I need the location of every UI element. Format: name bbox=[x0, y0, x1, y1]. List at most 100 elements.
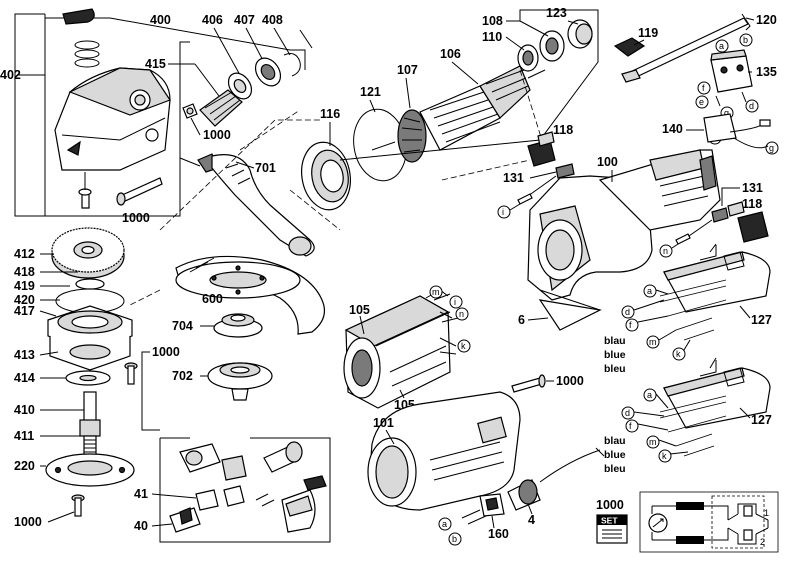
label-127-top: 127 bbox=[751, 313, 772, 327]
retaining-flange-220 bbox=[45, 453, 135, 487]
color-bleu-bottom: bleu bbox=[604, 463, 626, 475]
label-420: 420 bbox=[14, 293, 35, 307]
label-413: 413 bbox=[14, 348, 35, 362]
switch-module bbox=[710, 49, 753, 107]
label-410: 410 bbox=[14, 403, 35, 417]
label-407: 407 bbox=[234, 13, 255, 27]
set-icon: SET bbox=[596, 514, 628, 544]
label-6: 6 bbox=[518, 313, 525, 327]
label-418: 418 bbox=[14, 265, 35, 279]
switch-slider bbox=[613, 37, 646, 57]
gear-head-group-bracket bbox=[14, 13, 291, 217]
svg-text:m: m bbox=[649, 437, 657, 447]
svg-text:b: b bbox=[743, 35, 748, 45]
label-704: 704 bbox=[172, 319, 193, 333]
bearing-cap-123 bbox=[567, 19, 593, 49]
armature bbox=[371, 65, 546, 163]
svg-text:g: g bbox=[769, 143, 774, 153]
color-blue-bottom: blue bbox=[604, 449, 626, 461]
svg-text:d: d bbox=[625, 307, 630, 317]
color-blue-top: blue bbox=[604, 349, 626, 361]
svg-text:d: d bbox=[749, 101, 754, 111]
label-1000-mid: 1000 bbox=[152, 345, 180, 359]
svg-text:b: b bbox=[452, 534, 457, 544]
label-118-top: 118 bbox=[553, 123, 573, 137]
label-1000-nut: 1000 bbox=[203, 128, 231, 142]
terminal-block-bottom bbox=[659, 357, 771, 457]
screw-icon bbox=[116, 177, 163, 206]
label-400: 400 bbox=[150, 13, 171, 27]
svg-text:a: a bbox=[719, 41, 724, 51]
svg-text:k: k bbox=[676, 349, 681, 359]
label-41: 41 bbox=[134, 487, 148, 501]
label-116: 116 bbox=[320, 107, 340, 121]
spring-icon bbox=[74, 40, 100, 68]
svg-text:d: d bbox=[625, 408, 630, 418]
label-123: 123 bbox=[546, 6, 567, 20]
terminal-block-top bbox=[659, 243, 771, 341]
label-402: 402 bbox=[0, 68, 21, 82]
color-bleu-top: bleu bbox=[604, 363, 626, 375]
schematic-terminal-1: 1 bbox=[764, 508, 769, 518]
svg-text:a: a bbox=[647, 286, 652, 296]
label-131-right: 131 bbox=[742, 181, 763, 195]
color-blau-top: blau bbox=[604, 335, 626, 347]
label-1000-bottom: 1000 bbox=[14, 515, 42, 529]
motor-housing bbox=[527, 149, 721, 301]
label-4: 4 bbox=[528, 513, 535, 527]
label-107: 107 bbox=[397, 63, 418, 77]
label-415: 415 bbox=[145, 57, 166, 71]
label-119: 119 bbox=[638, 26, 658, 40]
label-408: 408 bbox=[262, 13, 283, 27]
housing-plate-6 bbox=[538, 299, 602, 331]
label-140: 140 bbox=[662, 122, 683, 136]
label-101: 101 bbox=[373, 416, 394, 430]
svg-text:m: m bbox=[432, 287, 440, 297]
svg-text:a: a bbox=[442, 519, 447, 529]
label-135: 135 bbox=[756, 65, 777, 79]
label-411: 411 bbox=[14, 429, 34, 443]
side-handle bbox=[179, 153, 315, 257]
screw-icon bbox=[511, 374, 546, 393]
label-106: 106 bbox=[440, 47, 461, 61]
svg-text:k: k bbox=[461, 341, 466, 351]
label-110: 110 bbox=[482, 30, 502, 44]
label-131-top: 131 bbox=[503, 171, 524, 185]
gear-housing bbox=[54, 67, 171, 171]
carbon-brush-top bbox=[517, 163, 575, 205]
capacitor bbox=[703, 113, 771, 149]
label-419: 419 bbox=[14, 279, 35, 293]
bearing-407 bbox=[254, 57, 282, 87]
svg-text:n: n bbox=[663, 246, 668, 256]
label-127-bottom: 127 bbox=[751, 413, 772, 427]
spindle-lock-button bbox=[62, 8, 95, 25]
svg-text:i: i bbox=[454, 297, 456, 307]
label-120: 120 bbox=[756, 13, 777, 27]
bearing-flange-116 bbox=[301, 141, 351, 211]
svg-text:e: e bbox=[699, 97, 704, 107]
svg-text:f: f bbox=[702, 83, 705, 93]
bearing-108 bbox=[539, 30, 565, 62]
svg-text:n: n bbox=[459, 309, 464, 319]
stator-105 bbox=[343, 289, 459, 409]
label-414: 414 bbox=[14, 371, 35, 385]
label-121: 121 bbox=[360, 85, 381, 99]
screw-icon bbox=[124, 362, 138, 385]
color-blau-bottom: blau bbox=[604, 435, 626, 447]
brush-holder-top bbox=[527, 131, 556, 167]
carbon-brush-right bbox=[675, 207, 729, 245]
bearing-406 bbox=[227, 72, 253, 100]
power-cord bbox=[507, 447, 605, 511]
rear-housing-101 bbox=[367, 391, 521, 511]
wheel-guard bbox=[175, 255, 325, 335]
label-406: 406 bbox=[202, 13, 223, 27]
svg-text:i: i bbox=[502, 207, 504, 217]
clamping-nut-702 bbox=[207, 362, 273, 401]
washer-418 bbox=[75, 278, 105, 290]
label-105-top: 105 bbox=[349, 303, 370, 317]
brush-holder-right bbox=[727, 201, 769, 243]
svg-text:f: f bbox=[629, 421, 632, 431]
label-1000-set: 1000 bbox=[596, 498, 624, 512]
switch-kit-parts bbox=[169, 441, 327, 533]
